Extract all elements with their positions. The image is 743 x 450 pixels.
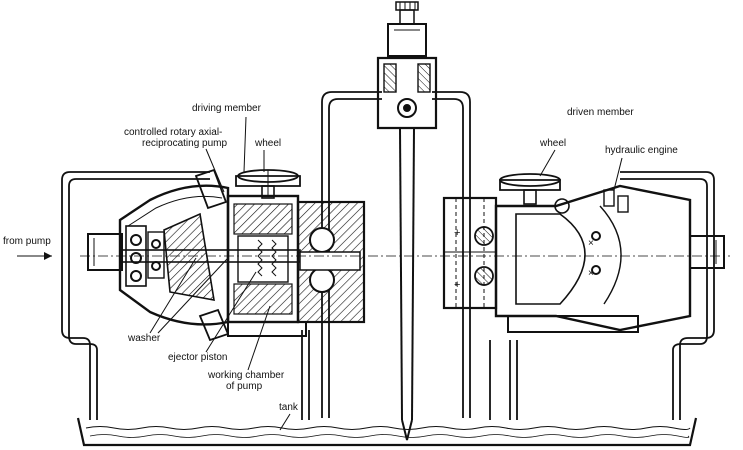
label-working-chamber-line1: working chamber [208,370,285,381]
svg-text:×: × [588,238,594,249]
label-ejector-piston: ejector piston [168,352,228,363]
leader-lines [17,116,623,431]
label-controlled-pump-line1: controlled rotary axial- [124,127,223,138]
label-wheel-left: wheel [255,138,282,149]
label-working-chamber-line2: of pump [226,381,263,392]
label-tank: tank [279,402,298,413]
label-controlled-pump-line2: reciprocating pump [142,138,228,149]
engine-unit: + + × × [442,173,725,333]
label-from-pump: from pump [3,236,51,247]
label-driven-member: driven member [567,107,634,118]
label-washer: washer [128,333,161,344]
svg-text:×: × [588,268,594,279]
tank [76,417,698,447]
pump-unit [87,168,366,342]
label-driving-member: driving member [192,103,261,114]
pipes [61,91,715,420]
svg-text:+: + [454,279,460,291]
label-wheel-right: wheel [540,138,567,149]
svg-text:+: + [454,227,460,239]
label-hydraulic-engine: hydraulic engine [605,145,678,156]
center-valve [376,1,438,441]
